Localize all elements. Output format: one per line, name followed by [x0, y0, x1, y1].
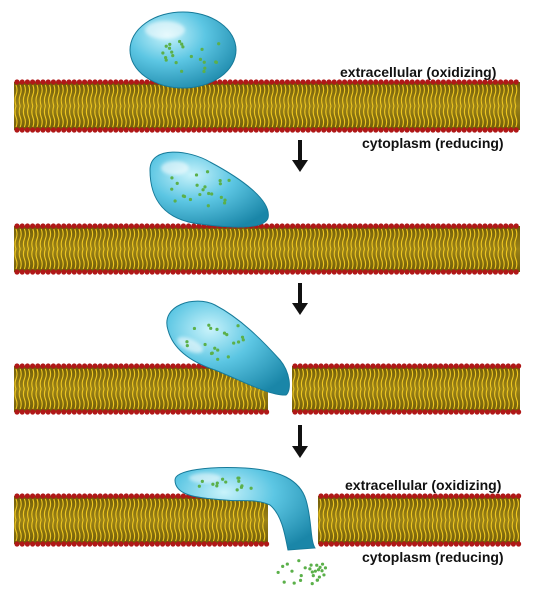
- vesicle-2: [149, 151, 269, 228]
- down-arrow-icon: [292, 425, 308, 458]
- released-cargo: [276, 559, 328, 586]
- down-arrow-icon: [292, 140, 308, 172]
- membrane-2: [14, 223, 520, 275]
- extracellular-label-bottom: extracellular (oxidizing): [345, 477, 501, 493]
- membrane-3: [14, 363, 522, 415]
- vesicle-3: [166, 300, 290, 396]
- membrane-4: [14, 493, 522, 547]
- vesicle-4: [174, 467, 328, 586]
- membrane-1: [14, 79, 520, 133]
- down-arrow-icon: [292, 283, 308, 315]
- cytoplasm-label-top: cytoplasm (reducing): [362, 135, 504, 151]
- vesicle-1: [129, 11, 237, 89]
- extracellular-label-top: extracellular (oxidizing): [340, 64, 496, 80]
- cytoplasm-label-bottom: cytoplasm (reducing): [362, 549, 504, 565]
